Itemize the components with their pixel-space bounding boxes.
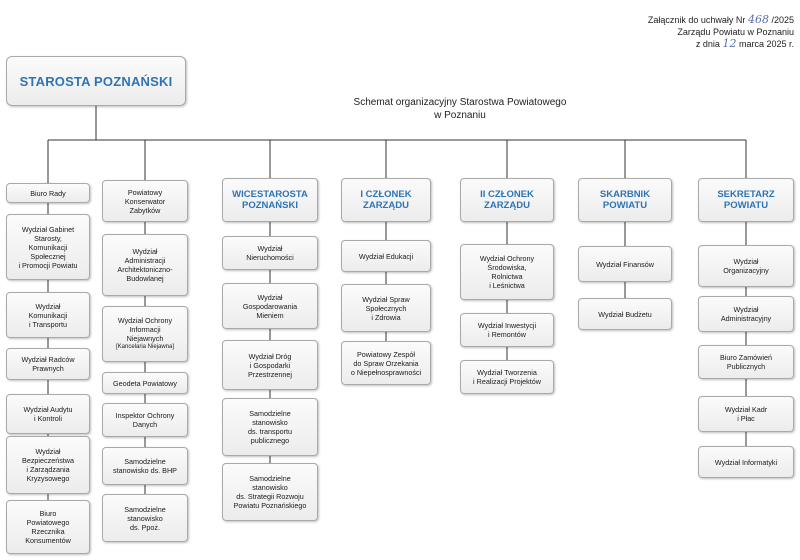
unit-box-0-5: Wydział Bezpieczeństwa i Zarządzania Kry…: [6, 436, 90, 494]
attachment-day: 12: [722, 37, 737, 50]
attachment-board: Zarządu Powiatu w Poznaniu: [677, 27, 794, 37]
unit-box-6-2: Biuro Zamówień Publicznych: [698, 345, 794, 379]
unit-box-1-2: Wydział Ochrony Informacji Niejawnych[Ka…: [102, 306, 188, 362]
unit-box-1-0-label: Powiatowy Konserwator Zabytków: [124, 187, 166, 215]
unit-box-2-0-label: Wydział Nieruchomości: [246, 244, 294, 262]
column-head-2-label: WICESTAROSTA POZNAŃSKI: [232, 189, 308, 211]
column-head-5: SKARBNIK POWIATU: [578, 178, 672, 222]
unit-box-1-6-label: Samodzielne stanowisko ds. Ppoż.: [124, 504, 166, 532]
column-head-3: I CZŁONEK ZARZĄDU: [341, 178, 431, 222]
unit-box-6-2-label: Biuro Zamówień Publicznych: [720, 353, 772, 371]
unit-box-0-4-label: Wydział Audytu i Kontroli: [23, 405, 73, 423]
unit-box-2-1: Wydział Gospodarowania Mieniem: [222, 283, 318, 329]
unit-box-3-0-label: Wydział Edukacji: [358, 251, 414, 261]
unit-box-2-4: Samodzielne stanowisko ds. Strategii Roz…: [222, 463, 318, 521]
unit-box-2-2-label: Wydział Dróg i Gospodarki Przestrzennej: [248, 351, 292, 379]
unit-box-1-4-label: Inspektor Ochrony Danych: [115, 411, 175, 429]
attachment-date-suffix: marca 2025 r.: [738, 39, 794, 49]
unit-box-2-1-label: Wydział Gospodarowania Mieniem: [242, 292, 298, 320]
unit-box-3-1-label: Wydział Spraw Społecznych i Zdrowia: [362, 294, 410, 322]
unit-box-0-0: Biuro Rady: [6, 183, 90, 203]
column-head-3-label: I CZŁONEK ZARZĄDU: [360, 189, 412, 211]
unit-box-3-2: Powiatowy Zespół do Spraw Orzekania o Ni…: [341, 341, 431, 385]
unit-box-1-3-label: Geodeta Powiatowy: [113, 378, 177, 388]
unit-box-0-3: Wydział Radców Prawnych: [6, 348, 90, 380]
unit-box-1-5-label: Samodzielne stanowisko ds. BHP: [113, 457, 177, 475]
column-head-6: SEKRETARZ POWIATU: [698, 178, 794, 222]
resolution-number: 468: [747, 13, 769, 26]
unit-note: [Kancelaria Niejawna]: [115, 344, 175, 350]
unit-box-2-0: Wydział Nieruchomości: [222, 236, 318, 270]
attachment-note: Załącznik do uchwały Nr 468 /2025 Zarząd…: [648, 14, 794, 50]
unit-box-0-0-label: Biuro Rady: [30, 188, 66, 198]
unit-box-6-4: Wydział Informatyki: [698, 446, 794, 478]
unit-box-0-1: Wydział Gabinet Starosty, Komunikacji Sp…: [6, 214, 90, 280]
unit-box-6-4-label: Wydział Informatyki: [714, 457, 778, 467]
attachment-suffix: /2025: [771, 15, 794, 25]
unit-box-2-3: Samodzielne stanowisko ds. transportu pu…: [222, 398, 318, 456]
unit-box-2-4-label: Samodzielne stanowisko ds. Strategii Roz…: [233, 474, 307, 510]
unit-box-0-2-label: Wydział Komunikacji i Transportu: [28, 301, 68, 329]
unit-box-0-6-label: Biuro Powiatowego Rzecznika Konsumentów: [25, 509, 71, 545]
unit-box-4-0-label: Wydział Ochrony Środowiska, Rolnictwa i …: [479, 254, 535, 290]
unit-box-1-1-label: Wydział Administracji Architektoniczno- …: [117, 247, 173, 283]
unit-box-3-1: Wydział Spraw Społecznych i Zdrowia: [341, 284, 431, 332]
unit-box-1-2-label: Wydział Ochrony Informacji Niejawnych: [117, 316, 173, 343]
unit-box-2-3-label: Samodzielne stanowisko ds. transportu pu…: [248, 409, 292, 445]
unit-box-1-3: Geodeta Powiatowy: [102, 372, 188, 394]
unit-box-6-0: Wydział Organizacyjny: [698, 245, 794, 287]
unit-box-5-0: Wydział Finansów: [578, 246, 672, 282]
unit-box-0-6: Biuro Powiatowego Rzecznika Konsumentów: [6, 500, 90, 554]
unit-box-2-2: Wydział Dróg i Gospodarki Przestrzennej: [222, 340, 318, 390]
unit-box-6-1-label: Wydział Administracyjny: [720, 305, 772, 323]
column-head-6-label: SEKRETARZ POWIATU: [717, 189, 775, 211]
unit-box-3-0: Wydział Edukacji: [341, 240, 431, 272]
attachment-date-prefix: z dnia: [695, 39, 720, 49]
unit-box-1-5: Samodzielne stanowisko ds. BHP: [102, 447, 188, 485]
unit-box-5-1: Wydział Budżetu: [578, 298, 672, 330]
unit-box-6-3: Wydział Kadr i Płac: [698, 396, 794, 432]
unit-box-4-0: Wydział Ochrony Środowiska, Rolnictwa i …: [460, 244, 554, 300]
unit-box-6-3-label: Wydział Kadr i Płac: [724, 405, 768, 423]
unit-box-0-2: Wydział Komunikacji i Transportu: [6, 292, 90, 338]
unit-box-3-2-label: Powiatowy Zespół do Spraw Orzekania o Ni…: [350, 349, 422, 377]
unit-box-5-1-label: Wydział Budżetu: [598, 309, 652, 319]
unit-box-0-4: Wydział Audytu i Kontroli: [6, 394, 90, 434]
unit-box-0-3-label: Wydział Radców Prawnych: [21, 355, 75, 373]
column-head-4: II CZŁONEK ZARZĄDU: [460, 178, 554, 222]
top-node-box: STAROSTA POZNAŃSKI: [6, 56, 186, 106]
unit-box-1-6: Samodzielne stanowisko ds. Ppoż.: [102, 494, 188, 542]
unit-box-1-1: Wydział Administracji Architektoniczno- …: [102, 234, 188, 296]
column-head-5-label: SKARBNIK POWIATU: [599, 189, 651, 211]
unit-box-0-1-label: Wydział Gabinet Starosty, Komunikacji Sp…: [18, 224, 78, 270]
column-head-2: WICESTAROSTA POZNAŃSKI: [222, 178, 318, 222]
unit-box-6-0-label: Wydział Organizacyjny: [723, 257, 769, 275]
column-head-4-label: II CZŁONEK ZARZĄDU: [480, 189, 534, 211]
unit-box-4-1: Wydział Inwestycji i Remontów: [460, 313, 554, 347]
unit-box-4-2: Wydział Tworzenia i Realizacji Projektów: [460, 360, 554, 394]
unit-box-4-2-label: Wydział Tworzenia i Realizacji Projektów: [473, 368, 541, 386]
unit-box-6-1: Wydział Administracyjny: [698, 296, 794, 332]
attachment-prefix: Załącznik do uchwały Nr: [647, 15, 746, 25]
diagram-title: Schemat organizacyjny Starostwa Powiatow…: [353, 97, 567, 121]
unit-box-1-0: Powiatowy Konserwator Zabytków: [102, 180, 188, 222]
unit-box-0-5-label: Wydział Bezpieczeństwa i Zarządzania Kry…: [22, 447, 74, 483]
unit-box-4-1-label: Wydział Inwestycji i Remontów: [477, 321, 537, 339]
unit-box-5-0-label: Wydział Finansów: [596, 259, 654, 269]
unit-box-1-4: Inspektor Ochrony Danych: [102, 403, 188, 437]
